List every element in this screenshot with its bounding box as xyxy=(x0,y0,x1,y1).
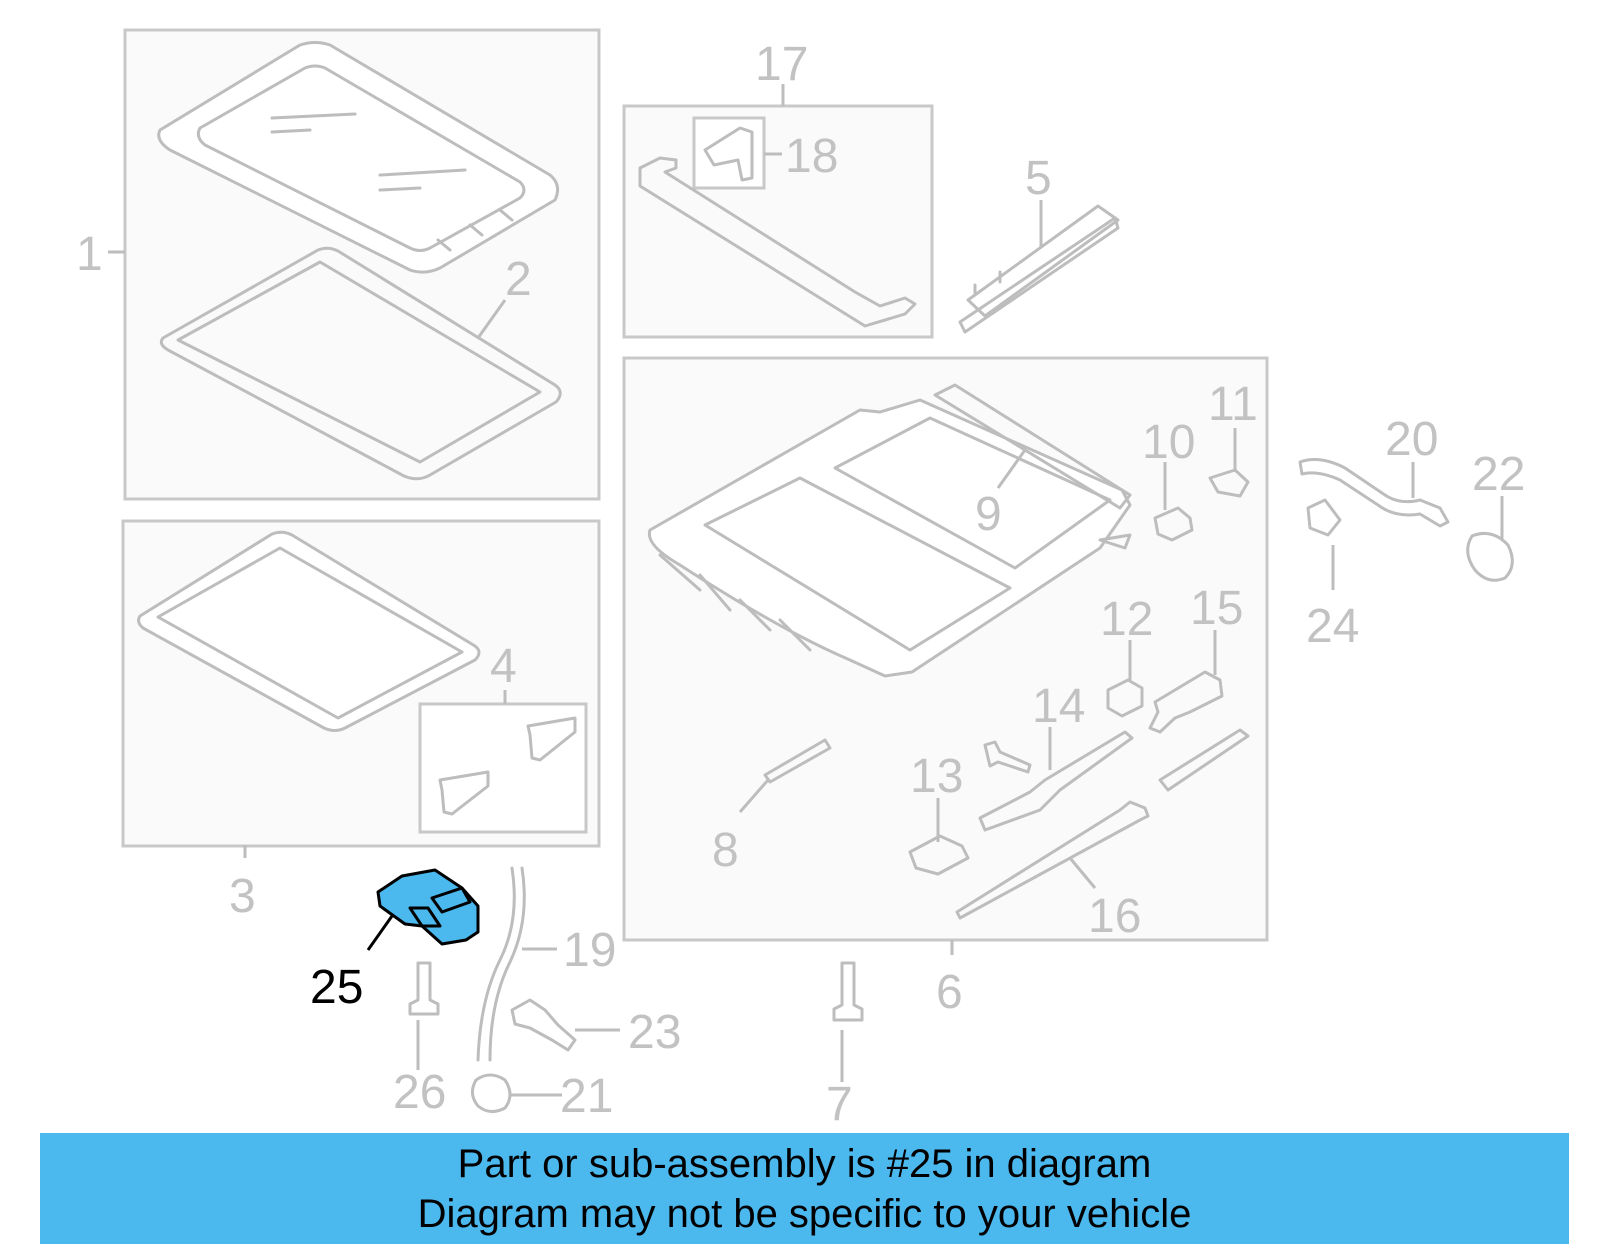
glass-panel-part xyxy=(157,41,560,274)
clip-11-part xyxy=(1208,468,1250,498)
callout-label-21: 21 xyxy=(560,1070,613,1123)
strip-8-part xyxy=(763,738,832,784)
callout-labels: 1 2 3 4 5 6 7 8 9 10 11 12 13 14 15 16 1… xyxy=(76,38,1525,1131)
banner-line-1: Part or sub-assembly is #25 in diagram xyxy=(457,1141,1152,1186)
bracket-18-part xyxy=(703,126,754,182)
callout-label-17: 17 xyxy=(755,38,808,91)
block-13-part xyxy=(908,834,970,876)
info-banner: Part or sub-assembly is #25 in diagram D… xyxy=(40,1133,1569,1244)
callout-label-4: 4 xyxy=(490,640,517,693)
callout-label-22: 22 xyxy=(1472,448,1525,501)
lever-14-part xyxy=(978,730,1134,832)
callout-label-18: 18 xyxy=(785,130,838,183)
banner-line-2: Diagram may not be specific to your vehi… xyxy=(417,1191,1192,1236)
callout-label-6: 6 xyxy=(936,966,963,1019)
callout-label-10: 10 xyxy=(1142,416,1195,469)
bolt-14-part xyxy=(983,740,1032,774)
grommet-21-part xyxy=(471,1073,512,1113)
shade-clip-part xyxy=(438,716,577,816)
leader-lines xyxy=(108,84,1504,1097)
group-box-4 xyxy=(418,702,588,834)
bolt-7-part xyxy=(832,961,864,1022)
group-box-17 xyxy=(622,104,934,339)
callout-label-14: 14 xyxy=(1032,680,1085,733)
callout-label-5: 5 xyxy=(1025,152,1052,205)
callout-label-3: 3 xyxy=(229,870,256,923)
hose-20-part xyxy=(1298,458,1450,528)
link-15-part xyxy=(1148,670,1224,734)
callout-label-2: 2 xyxy=(505,253,532,306)
callout-label-25: 25 xyxy=(310,961,363,1014)
callout-label-13: 13 xyxy=(910,750,963,803)
callout-label-8: 8 xyxy=(712,824,739,877)
callout-label-20: 20 xyxy=(1385,413,1438,466)
bolt-26-part xyxy=(408,961,440,1016)
callout-label-12: 12 xyxy=(1100,593,1153,646)
callout-label-19: 19 xyxy=(563,924,616,977)
seal-part xyxy=(159,246,562,481)
guide-part xyxy=(1158,728,1250,792)
callout-label-11: 11 xyxy=(1208,378,1258,431)
block-12-part xyxy=(1106,678,1144,718)
callout-label-1: 1 xyxy=(76,228,103,281)
clip-10-part xyxy=(1153,506,1194,542)
callout-label-24: 24 xyxy=(1306,600,1359,653)
callout-label-7: 7 xyxy=(826,1078,853,1131)
deflector-part xyxy=(638,156,917,328)
callout-label-16: 16 xyxy=(1088,890,1141,943)
callout-label-23: 23 xyxy=(628,1006,681,1059)
highlighted-part-25 xyxy=(376,868,480,946)
clip-23-part xyxy=(510,998,577,1052)
rail-5-part xyxy=(958,204,1120,334)
cap-22-part xyxy=(1466,532,1514,582)
cable-16-part xyxy=(955,800,1150,920)
leader-25 xyxy=(366,915,394,951)
callout-label-15: 15 xyxy=(1190,582,1243,635)
drain-tube-19-part xyxy=(476,866,526,1062)
clamp-24-part xyxy=(1306,498,1342,537)
callout-label-26: 26 xyxy=(393,1066,446,1119)
sunshade-part xyxy=(137,530,481,732)
callout-label-9: 9 xyxy=(975,488,1002,541)
